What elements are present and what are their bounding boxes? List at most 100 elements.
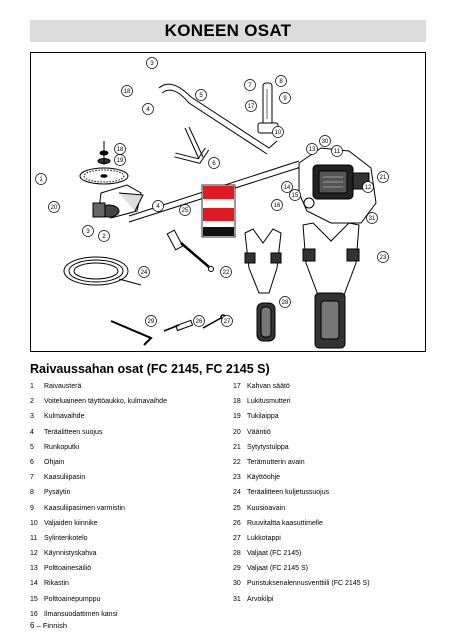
svg-text:3: 3	[150, 61, 154, 67]
page-number: 6	[30, 621, 35, 630]
part-label: Kaasuliipasimen varmistin	[44, 504, 125, 512]
part-number: 22	[233, 458, 241, 466]
handlebar	[158, 83, 278, 164]
callout-28: 28	[279, 296, 291, 308]
part-number: 6	[30, 458, 34, 466]
svg-text:11: 11	[334, 149, 341, 155]
part-label: Käynnistyskahva	[44, 550, 97, 558]
harness-fc2145	[244, 228, 282, 342]
svg-text:4: 4	[146, 107, 150, 113]
part-number: 19	[233, 413, 241, 421]
callout-4b: 4	[152, 200, 164, 212]
part-number: 1	[30, 383, 34, 390]
svg-text:21: 21	[380, 175, 387, 181]
part-label: Ohjain	[44, 458, 65, 466]
part-label: Kaasuliipasin	[44, 474, 86, 482]
svg-text:31: 31	[369, 216, 376, 222]
callout-22: 22	[220, 266, 232, 278]
part-number: 20	[233, 428, 241, 436]
callout-7: 7	[244, 79, 256, 91]
part-number: 25	[233, 504, 241, 512]
callout-24: 24	[138, 266, 150, 278]
callout-13: 13	[306, 143, 318, 155]
part-label: Runkoputki	[44, 443, 80, 451]
part-number: 17	[233, 383, 241, 390]
parts-list-item: 30 Puristuksenalennusventtiili (FC 2145 S…	[233, 576, 423, 591]
callout-14: 14	[281, 181, 293, 193]
part-number: 11	[30, 534, 38, 542]
callout-16: 16	[271, 199, 283, 211]
svg-text:25: 25	[182, 208, 189, 214]
part-number: 23	[233, 474, 241, 482]
part-label: Pysäytin	[44, 489, 71, 497]
part-number: 30	[233, 580, 241, 588]
part-label: Sytytystulppa	[247, 443, 289, 451]
parts-list-item: 19 Tukilaippa	[233, 409, 423, 424]
svg-text:22: 22	[223, 270, 230, 276]
part-number: 9	[30, 504, 34, 512]
svg-text:8: 8	[279, 79, 283, 85]
part-label: Ilmansuodattimen kansi	[44, 610, 118, 618]
callout-9: 9	[279, 92, 291, 104]
part-label: Puristuksenalennusventtiili (FC 2145 S)	[247, 580, 370, 588]
parts-list-item: 9 Kaasuliipasimen varmistin	[30, 501, 220, 516]
page-title: KONEEN OSAT	[164, 21, 292, 40]
part-label: Polttoainesäiliö	[44, 565, 92, 573]
throttle-handle	[257, 82, 279, 134]
part-number: 15	[30, 595, 38, 603]
svg-text:24: 24	[141, 270, 148, 276]
part-number: 24	[233, 489, 241, 497]
callout-8: 8	[275, 75, 287, 87]
callout-19: 19	[114, 154, 126, 166]
part-number: 18	[233, 398, 241, 406]
section-title: Raivaussahan osat (FC 2145, FC 2145 S)	[30, 362, 270, 376]
part-number: 14	[30, 580, 38, 588]
svg-text:29: 29	[148, 319, 155, 325]
callout-10: 10	[272, 126, 284, 138]
part-number: 4	[30, 428, 34, 436]
part-number: 8	[30, 489, 34, 497]
gear-head	[92, 184, 144, 219]
callout-12: 12	[362, 181, 374, 193]
callout-26: 26	[193, 315, 205, 327]
svg-text:5: 5	[199, 93, 203, 99]
part-number: 21	[233, 443, 241, 451]
svg-text:18: 18	[124, 89, 131, 95]
svg-text:15: 15	[292, 193, 299, 199]
svg-text:26: 26	[196, 319, 203, 325]
part-label: Kulmavaihde	[44, 413, 85, 421]
part-label: Tukilaippa	[247, 413, 279, 421]
svg-text:23: 23	[380, 255, 387, 261]
svg-text:16: 16	[274, 203, 281, 209]
part-label: Lukitusmutteri	[247, 398, 291, 406]
saw-blade	[79, 167, 129, 185]
part-number: 28	[233, 550, 241, 558]
part-number: 27	[233, 534, 241, 542]
callout-21: 21	[377, 171, 389, 183]
parts-list-item: 18 Lukitusmutteri	[233, 394, 423, 409]
svg-text:17: 17	[248, 104, 255, 110]
callout-17: 17	[245, 100, 257, 112]
title-bar: KONEEN OSAT	[30, 20, 426, 42]
nut-and-flange	[97, 141, 111, 165]
svg-text:19: 19	[117, 158, 124, 164]
coiled-transport-guard	[63, 256, 142, 286]
callout-15: 15	[289, 189, 301, 201]
part-label: Polttoainepumppu	[44, 595, 101, 603]
parts-list-item: 6 Ohjain	[30, 455, 220, 470]
callout-3b: 3	[82, 225, 94, 237]
callout-4a: 4	[142, 103, 154, 115]
svg-text:20: 20	[51, 205, 58, 211]
callout-5: 5	[195, 89, 207, 101]
